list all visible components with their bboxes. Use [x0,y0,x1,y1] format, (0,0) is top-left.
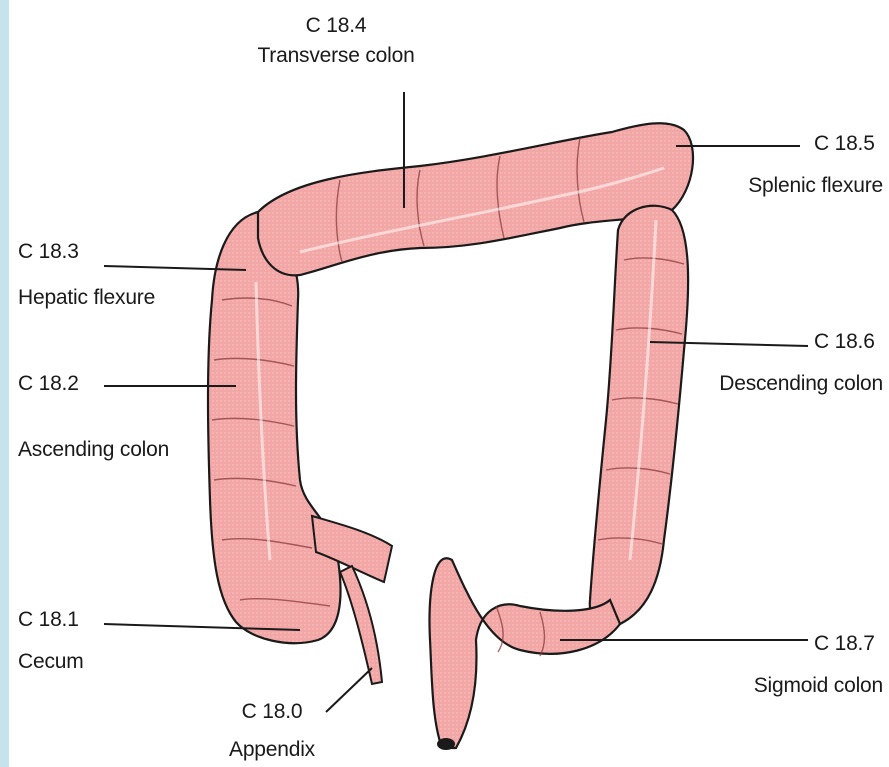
label-transverse-name: Transverse colon [257,44,414,68]
descending-colon-shape [590,206,688,628]
ascending-colon-shape [208,212,341,643]
label-cecum-code: C 18.1 [18,608,79,632]
label-hepatic-name: Hepatic flexure [18,286,155,310]
label-ascending-code: C 18.2 [18,372,79,396]
label-splenic-code: C 18.5 [814,132,875,156]
label-descending-name: Descending colon [719,372,883,396]
appendix-shape [340,566,382,684]
label-sigmoid-code: C 18.7 [814,632,875,656]
label-cecum-name: Cecum [18,650,84,674]
label-appendix-code: C 18.0 [229,700,315,724]
label-appendix-name: Appendix [229,738,315,762]
leader-appendix [326,668,372,712]
label-sigmoid-name: Sigmoid colon [754,674,883,698]
label-transverse: C 18.4 Transverse colon [257,14,414,68]
label-ascending-name: Ascending colon [18,438,169,462]
label-splenic-name: Splenic flexure [748,174,883,198]
rectum-tip-shape [437,738,455,750]
label-transverse-code: C 18.4 [257,14,414,38]
label-hepatic-code: C 18.3 [18,240,79,264]
label-descending-code: C 18.6 [814,330,875,354]
label-appendix: C 18.0 Appendix [229,700,315,762]
